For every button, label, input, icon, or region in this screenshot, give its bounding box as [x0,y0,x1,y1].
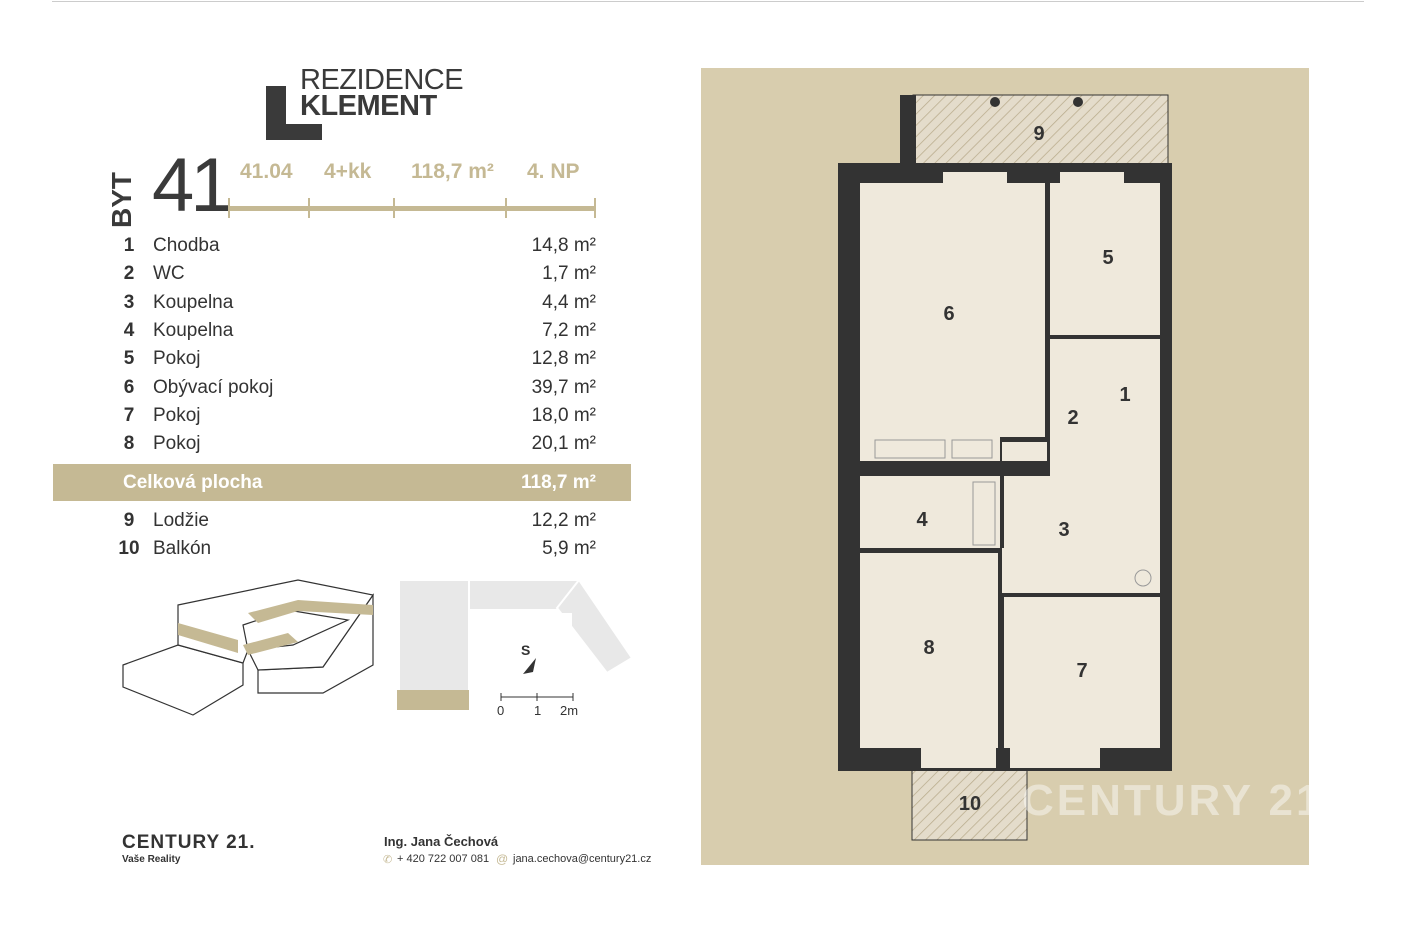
watermark: CENTURY 21. [1022,776,1309,825]
balcony-area [911,765,1028,841]
north-arrow-icon [523,658,536,674]
loggia-area [912,94,1169,166]
scale-tick-label: 0 [497,703,504,718]
room-name: Pokoj [153,348,201,370]
room-name: Pokoj [153,404,201,426]
email-icon: @ [496,852,509,866]
agency-tagline: Vaše Reality [122,854,181,865]
plan-label-2: 2 [1067,407,1078,429]
room-2 [1055,386,1090,456]
bar-tick [505,198,507,218]
plan-label-1: 1 [1119,384,1130,406]
site-plan-diagram: S 0 1 2m [397,578,634,718]
room-number: 4 [123,319,135,341]
agency-logo: CENTURY 21. [122,832,256,853]
room-area: 7,2 m² [542,319,596,341]
room-number: 9 [123,510,135,531]
room-name: WC [153,263,185,285]
room-name: Pokoj [153,433,201,455]
plan-label-5: 5 [1102,247,1113,269]
scale-tick-label: 2m [560,703,578,718]
room-area: 4,4 m² [542,291,596,313]
room-number: 10 [118,538,140,560]
logo-mark-icon [266,86,322,140]
bar-tick [594,198,596,218]
building-location-diagram [122,579,375,716]
room-number: 7 [123,404,135,426]
room-row: 9 Lodžie 12,2 m² [114,510,596,538]
room-number: 1 [123,235,135,256]
scale-tick-label: 1 [534,703,541,718]
room-area: 18,0 m² [531,404,596,426]
plan-label-10: 10 [959,793,981,815]
room-row: 1 Chodba 14,8 m² [114,235,596,263]
room-name: Koupelna [153,291,234,313]
plan-label-9: 9 [1033,123,1044,145]
room-name: Balkón [153,538,212,560]
room-area: 20,1 m² [531,433,596,455]
room-row: 5 Pokoj 12,8 m² [114,348,596,376]
top-divider [52,1,1364,2]
agent-name: Ing. Jana Čechová [384,834,499,849]
apartment-area: 118,7 m² [411,160,494,183]
apartment-floor: 4. NP [527,160,580,183]
total-area-row: Celková plocha 118,7 m² [53,464,631,501]
bar-tick [308,198,310,218]
room-area: 39,7 m² [531,376,596,398]
kitchen [860,437,1000,461]
room-number: 2 [123,263,135,285]
room-number: 3 [123,291,135,313]
plan-label-8: 8 [923,637,934,659]
apartment-layout: 4+kk [324,160,372,183]
room-name: Obývací pokoj [153,376,274,398]
room-area: 1,7 m² [542,263,596,285]
room-8 [860,553,998,748]
plan-label-3: 3 [1058,519,1069,541]
room-7 [1004,597,1160,748]
agent-phone[interactable]: + 420 722 007 081 [397,853,490,865]
room-3 [1004,476,1090,548]
agent-email[interactable]: jana.cechova@century21.cz [513,853,652,865]
room-5 [1050,183,1160,335]
plan-label-4: 4 [916,509,928,531]
total-area: 118,7 m² [521,472,596,493]
bar-tick [228,198,230,218]
room-number: 8 [123,433,135,455]
room-name: Koupelna [153,319,234,341]
north-label: S [521,642,530,658]
room-number: 5 [123,348,135,370]
room-row: 8 Pokoj 20,1 m² [114,433,596,461]
plan-label-7: 7 [1076,660,1087,682]
apartment-number: 41 [152,143,233,228]
room-row: 6 Obývací pokoj 39,7 m² [114,377,596,405]
meta-bar [228,206,596,211]
room-name: Chodba [153,235,220,256]
room-area: 14,8 m² [531,235,596,256]
room-row: 10 Balkón 5,9 m² [114,538,596,566]
floor-plan: 1 2 3 4 5 6 7 8 9 10 CENTURY 21. [701,68,1336,865]
apartment-label: BYT [106,172,137,228]
total-label: Celková plocha [123,472,263,493]
plan-label-6: 6 [943,303,954,325]
room-area: 12,8 m² [531,348,596,370]
room-4 [860,476,1000,548]
room-number: 6 [123,376,135,398]
logo-line1: REZIDENCE [300,64,464,96]
room-area: 12,2 m² [531,510,596,531]
room-row: 4 Koupelna 7,2 m² [114,320,596,348]
phone-icon: ✆ [383,854,393,866]
room-6 [860,183,1045,437]
room-row: 2 WC 1,7 m² [114,263,596,291]
room-row: 3 Koupelna 4,4 m² [114,292,596,320]
logo-line2: KLEMENT [300,90,437,122]
room-name: Lodžie [153,510,209,531]
room-area: 5,9 m² [542,538,596,560]
room-row: 7 Pokoj 18,0 m² [114,405,596,433]
bar-tick [393,198,395,218]
apartment-code: 41.04 [240,160,293,183]
